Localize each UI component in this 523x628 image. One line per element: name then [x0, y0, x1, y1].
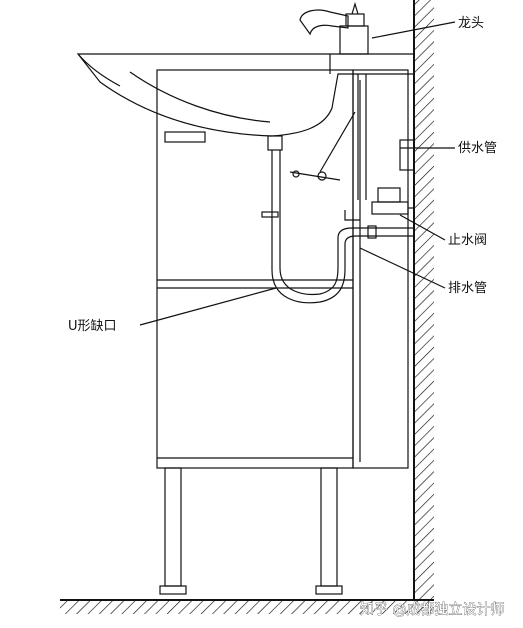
cabinet-legs — [159, 467, 343, 595]
wall — [413, 0, 434, 600]
floor — [60, 599, 434, 614]
cabinet — [156, 69, 409, 469]
label-stop-valve: 止水阀 — [448, 233, 487, 248]
watermark: 知乎 @成都独立设计师 — [360, 601, 504, 618]
label-faucet: 龙头 — [458, 16, 484, 31]
label-supply-pipe: 供水管 — [458, 141, 497, 156]
label-u-notch: U形缺口 — [68, 319, 117, 334]
drain-trap — [267, 135, 414, 304]
faucet — [299, 1, 369, 55]
basin — [76, 53, 415, 137]
leader-lines — [139, 21, 456, 326]
supply-pipe — [344, 74, 415, 221]
label-drain-pipe: 排水管 — [448, 281, 487, 296]
popup-linkage — [289, 111, 356, 181]
